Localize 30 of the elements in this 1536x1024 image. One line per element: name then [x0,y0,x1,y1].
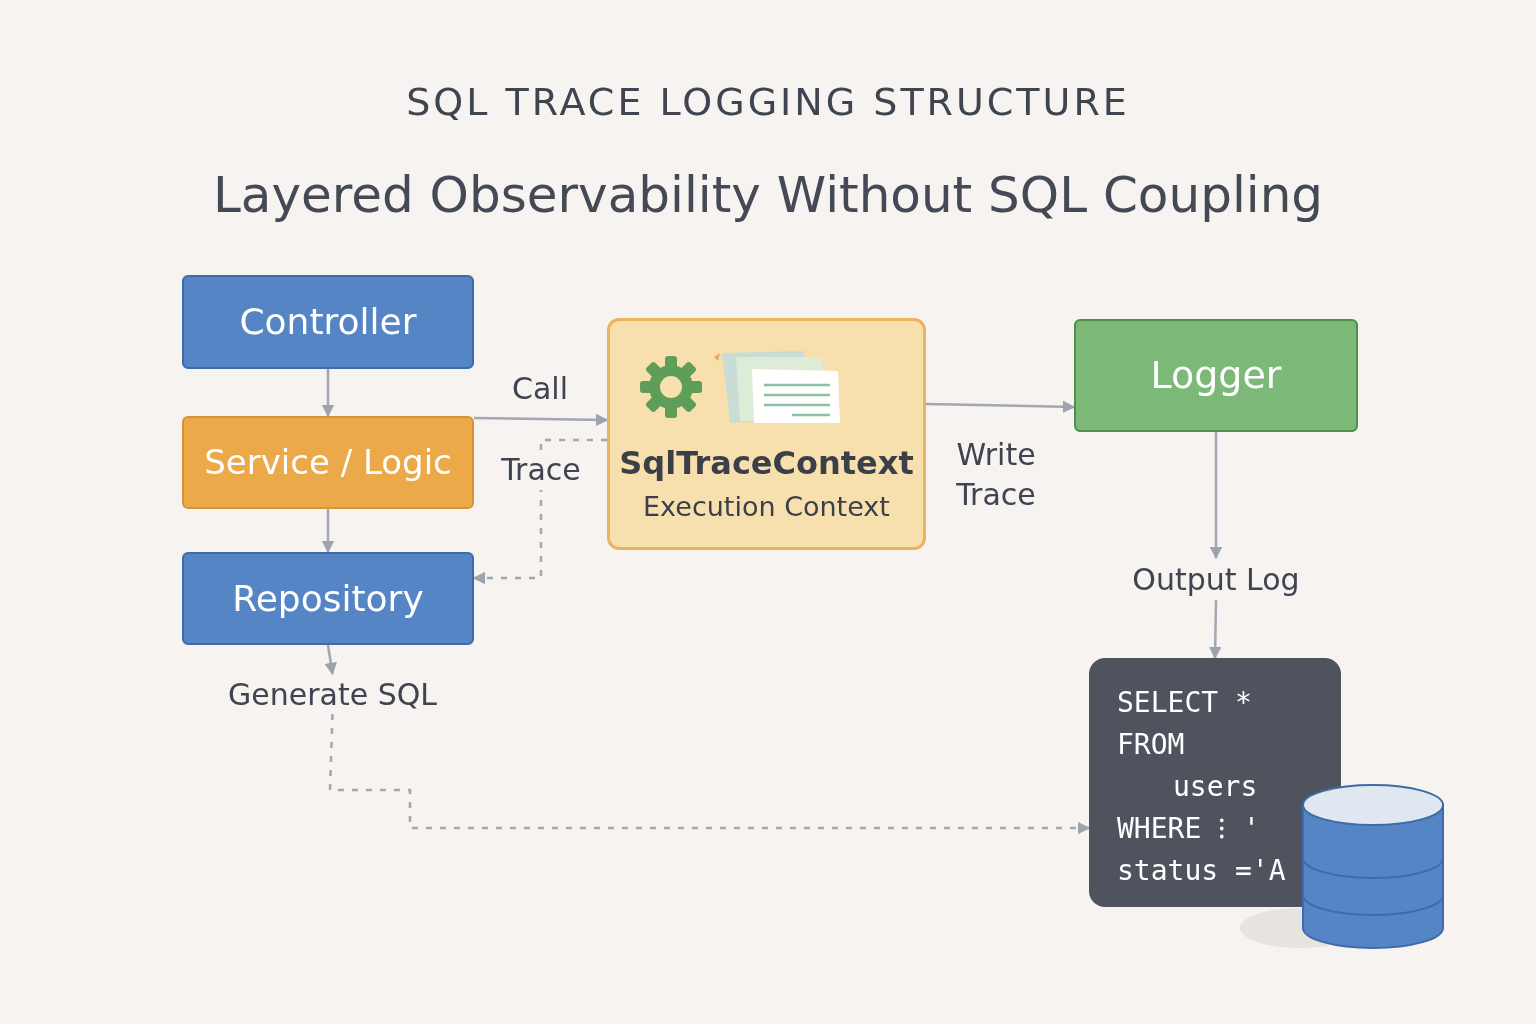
code-panel [1089,658,1341,907]
code-line: status ='A [1117,853,1286,889]
arrow [321,509,335,554]
arrow [328,713,1091,835]
process-box [1074,319,1358,432]
arrow [474,413,609,427]
arrow [1209,432,1223,560]
code-line: SELECT * [1117,685,1252,721]
node-title: Output Log [1132,560,1300,599]
node-title: Service / Logic [204,441,452,484]
process-box [182,416,474,509]
node-subtitle: Execution Context [643,489,890,524]
code-line: WHERE ⁝ ' [1117,811,1260,847]
process-box [182,552,474,645]
arrow [472,438,607,585]
context-box [607,318,926,550]
arrow [321,369,335,418]
arrow [324,644,337,676]
node-title: Controller [239,300,417,344]
code-line: users [1172,769,1258,805]
arrow [1208,599,1222,660]
node-title: Logger [1150,352,1282,399]
diagram-title: SQL TRACE LOGGING STRUCTURE [406,79,1130,126]
node-title: Repository [232,576,424,621]
node-title: Generate SQL [228,675,437,714]
node-title: SqlTraceContext [619,442,914,484]
code-line: FROM [1117,727,1185,763]
subtitle: Layered Observability Without SQL Coupling [212,165,1324,226]
arrow [925,400,1076,413]
process-box [182,275,474,369]
